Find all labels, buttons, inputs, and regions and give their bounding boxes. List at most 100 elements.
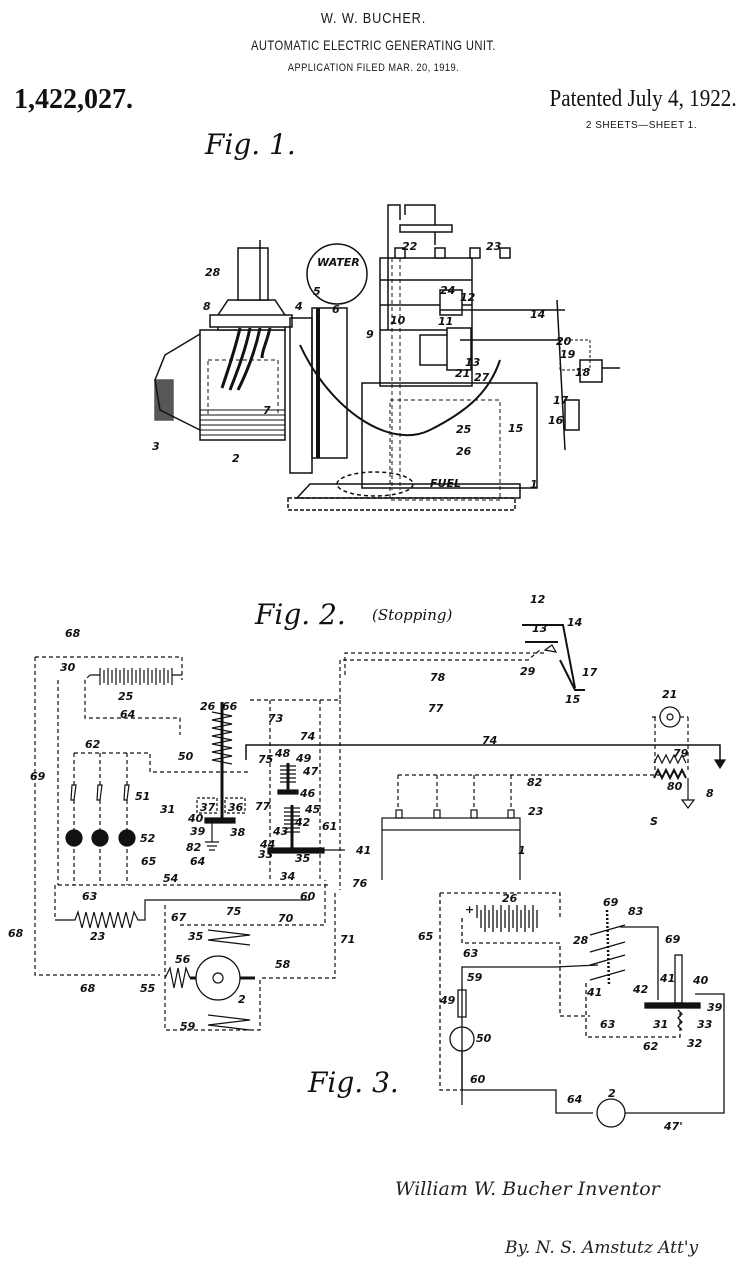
ref-71b: 74 xyxy=(482,734,497,747)
ref-30: 31 xyxy=(160,803,175,816)
shaft-end xyxy=(154,379,174,421)
ref-69: 69 xyxy=(665,933,681,946)
ref-27: 29 xyxy=(520,665,536,678)
ref-15: 15 xyxy=(565,693,581,706)
ref-83: 83 xyxy=(628,905,644,918)
coil-78 xyxy=(653,767,687,781)
wire-65 xyxy=(439,892,561,1091)
water-tank xyxy=(306,243,368,305)
ref-60: 60 xyxy=(470,1073,486,1086)
wire-59 xyxy=(74,752,250,773)
fig2-reference-numerals: 68 30 25 64 62 69 51 52 31 50 26 66 73 7… xyxy=(8,593,714,1033)
ref-33: 35 xyxy=(295,852,311,865)
coil-77 xyxy=(653,753,687,765)
ref-16: 16 xyxy=(548,414,564,427)
cylinder-block xyxy=(379,257,473,387)
switch-49a xyxy=(70,784,77,801)
ref-39: 41 xyxy=(355,844,371,857)
ref-65-bottom: 68 xyxy=(80,982,96,995)
flywheel-4 xyxy=(289,317,313,474)
ref-61b: 63 xyxy=(600,1018,616,1031)
ref-26: 26 xyxy=(456,445,472,458)
ref-59: 62 xyxy=(85,738,101,751)
ref-46: 48 xyxy=(274,747,291,760)
ref-52: 55 xyxy=(140,982,156,995)
armature-44 xyxy=(277,789,299,795)
ref-36: 38 xyxy=(230,826,246,839)
relay-housing-28 xyxy=(237,247,269,301)
wire-65 xyxy=(34,656,183,976)
fig2-wiring xyxy=(34,624,727,1031)
ref-62: 41 xyxy=(586,986,602,999)
ref-54: 56 xyxy=(175,953,191,966)
pipe xyxy=(387,204,401,330)
fig1-label: Fig. 1. xyxy=(205,128,296,161)
ref-70: 75 xyxy=(258,753,274,766)
contact-post xyxy=(674,954,683,1004)
ref-42: 42 xyxy=(632,983,649,996)
fig2-caption: (Stopping) xyxy=(372,606,453,624)
ref-48: 50 xyxy=(178,750,194,763)
ref-23: 23 xyxy=(486,240,502,253)
inventor-signature: William W. Bucher Inventor xyxy=(395,1178,660,1200)
ref-22: 22 xyxy=(402,240,418,253)
ref-10: 10 xyxy=(390,314,406,327)
ref-13: 13 xyxy=(465,356,481,369)
application-filed-date: APPLICATION FILED MAR. 20, 1919. xyxy=(287,62,460,74)
ref-20: 20 xyxy=(556,335,572,348)
wire-62 xyxy=(585,983,681,1038)
base-plate xyxy=(295,483,521,499)
lever-14 xyxy=(556,299,566,451)
cables xyxy=(220,327,272,391)
spark-plugs-23 xyxy=(394,247,511,259)
distributor-22 xyxy=(399,224,453,233)
fig1-drawing xyxy=(154,204,620,511)
ref-34: 36 xyxy=(228,801,244,814)
ref-8: 8 xyxy=(203,300,211,313)
wire-60 xyxy=(462,1089,593,1114)
ref-11: 11 xyxy=(438,315,453,328)
ref-9: 9 xyxy=(366,328,374,341)
ref-32: 34 xyxy=(280,870,295,883)
ref-64: 64 xyxy=(567,1093,582,1106)
water-label: WATER xyxy=(317,256,360,269)
ref-37: 39 xyxy=(190,825,206,838)
ref-31: 33 xyxy=(258,848,274,861)
ref-12: 12 xyxy=(530,593,546,606)
ref-28: 28 xyxy=(573,934,589,947)
ref-4: 4 xyxy=(294,300,303,313)
ref-65-top: 68 xyxy=(65,627,81,640)
ref-66: 69 xyxy=(30,770,46,783)
ref-42: 44 xyxy=(259,838,275,851)
ref-14: 14 xyxy=(567,616,582,629)
ref-3: 3 xyxy=(152,440,160,453)
ref-2: 2 xyxy=(238,993,246,1006)
ref-33: 33 xyxy=(697,1018,713,1031)
ref-78: 80 xyxy=(667,780,683,793)
patent-title: AUTOMATIC ELECTRIC GENERATING UNIT. xyxy=(251,37,496,53)
wire-59 xyxy=(461,964,599,1105)
governor-24 xyxy=(439,289,463,316)
contact-bar-39 xyxy=(644,1002,701,1009)
ref-8: 8 xyxy=(706,787,714,800)
ref-69: 73 xyxy=(268,712,284,725)
ref-17: 17 xyxy=(582,666,598,679)
fig3-wiring xyxy=(439,892,725,1128)
ref-65-left: 68 xyxy=(8,927,24,940)
ref-75b: 77 xyxy=(428,702,444,715)
resistor-25 xyxy=(55,899,310,929)
inventor-name: W. W. BUCHER. xyxy=(320,10,427,27)
ref-32: 32 xyxy=(687,1037,703,1050)
ref-47: 49 xyxy=(295,752,312,765)
fan-5 xyxy=(311,307,348,459)
ref-17: 17 xyxy=(553,394,569,407)
generator-2 xyxy=(199,329,286,441)
lever-14 xyxy=(522,624,576,689)
ref-2: 2 xyxy=(608,1087,616,1100)
ref-45: 47 xyxy=(302,765,319,778)
ref-24: 24 xyxy=(440,284,455,297)
ref-41: 43 xyxy=(272,825,289,838)
wire-69 xyxy=(620,926,659,1000)
switch-49b xyxy=(96,784,103,801)
